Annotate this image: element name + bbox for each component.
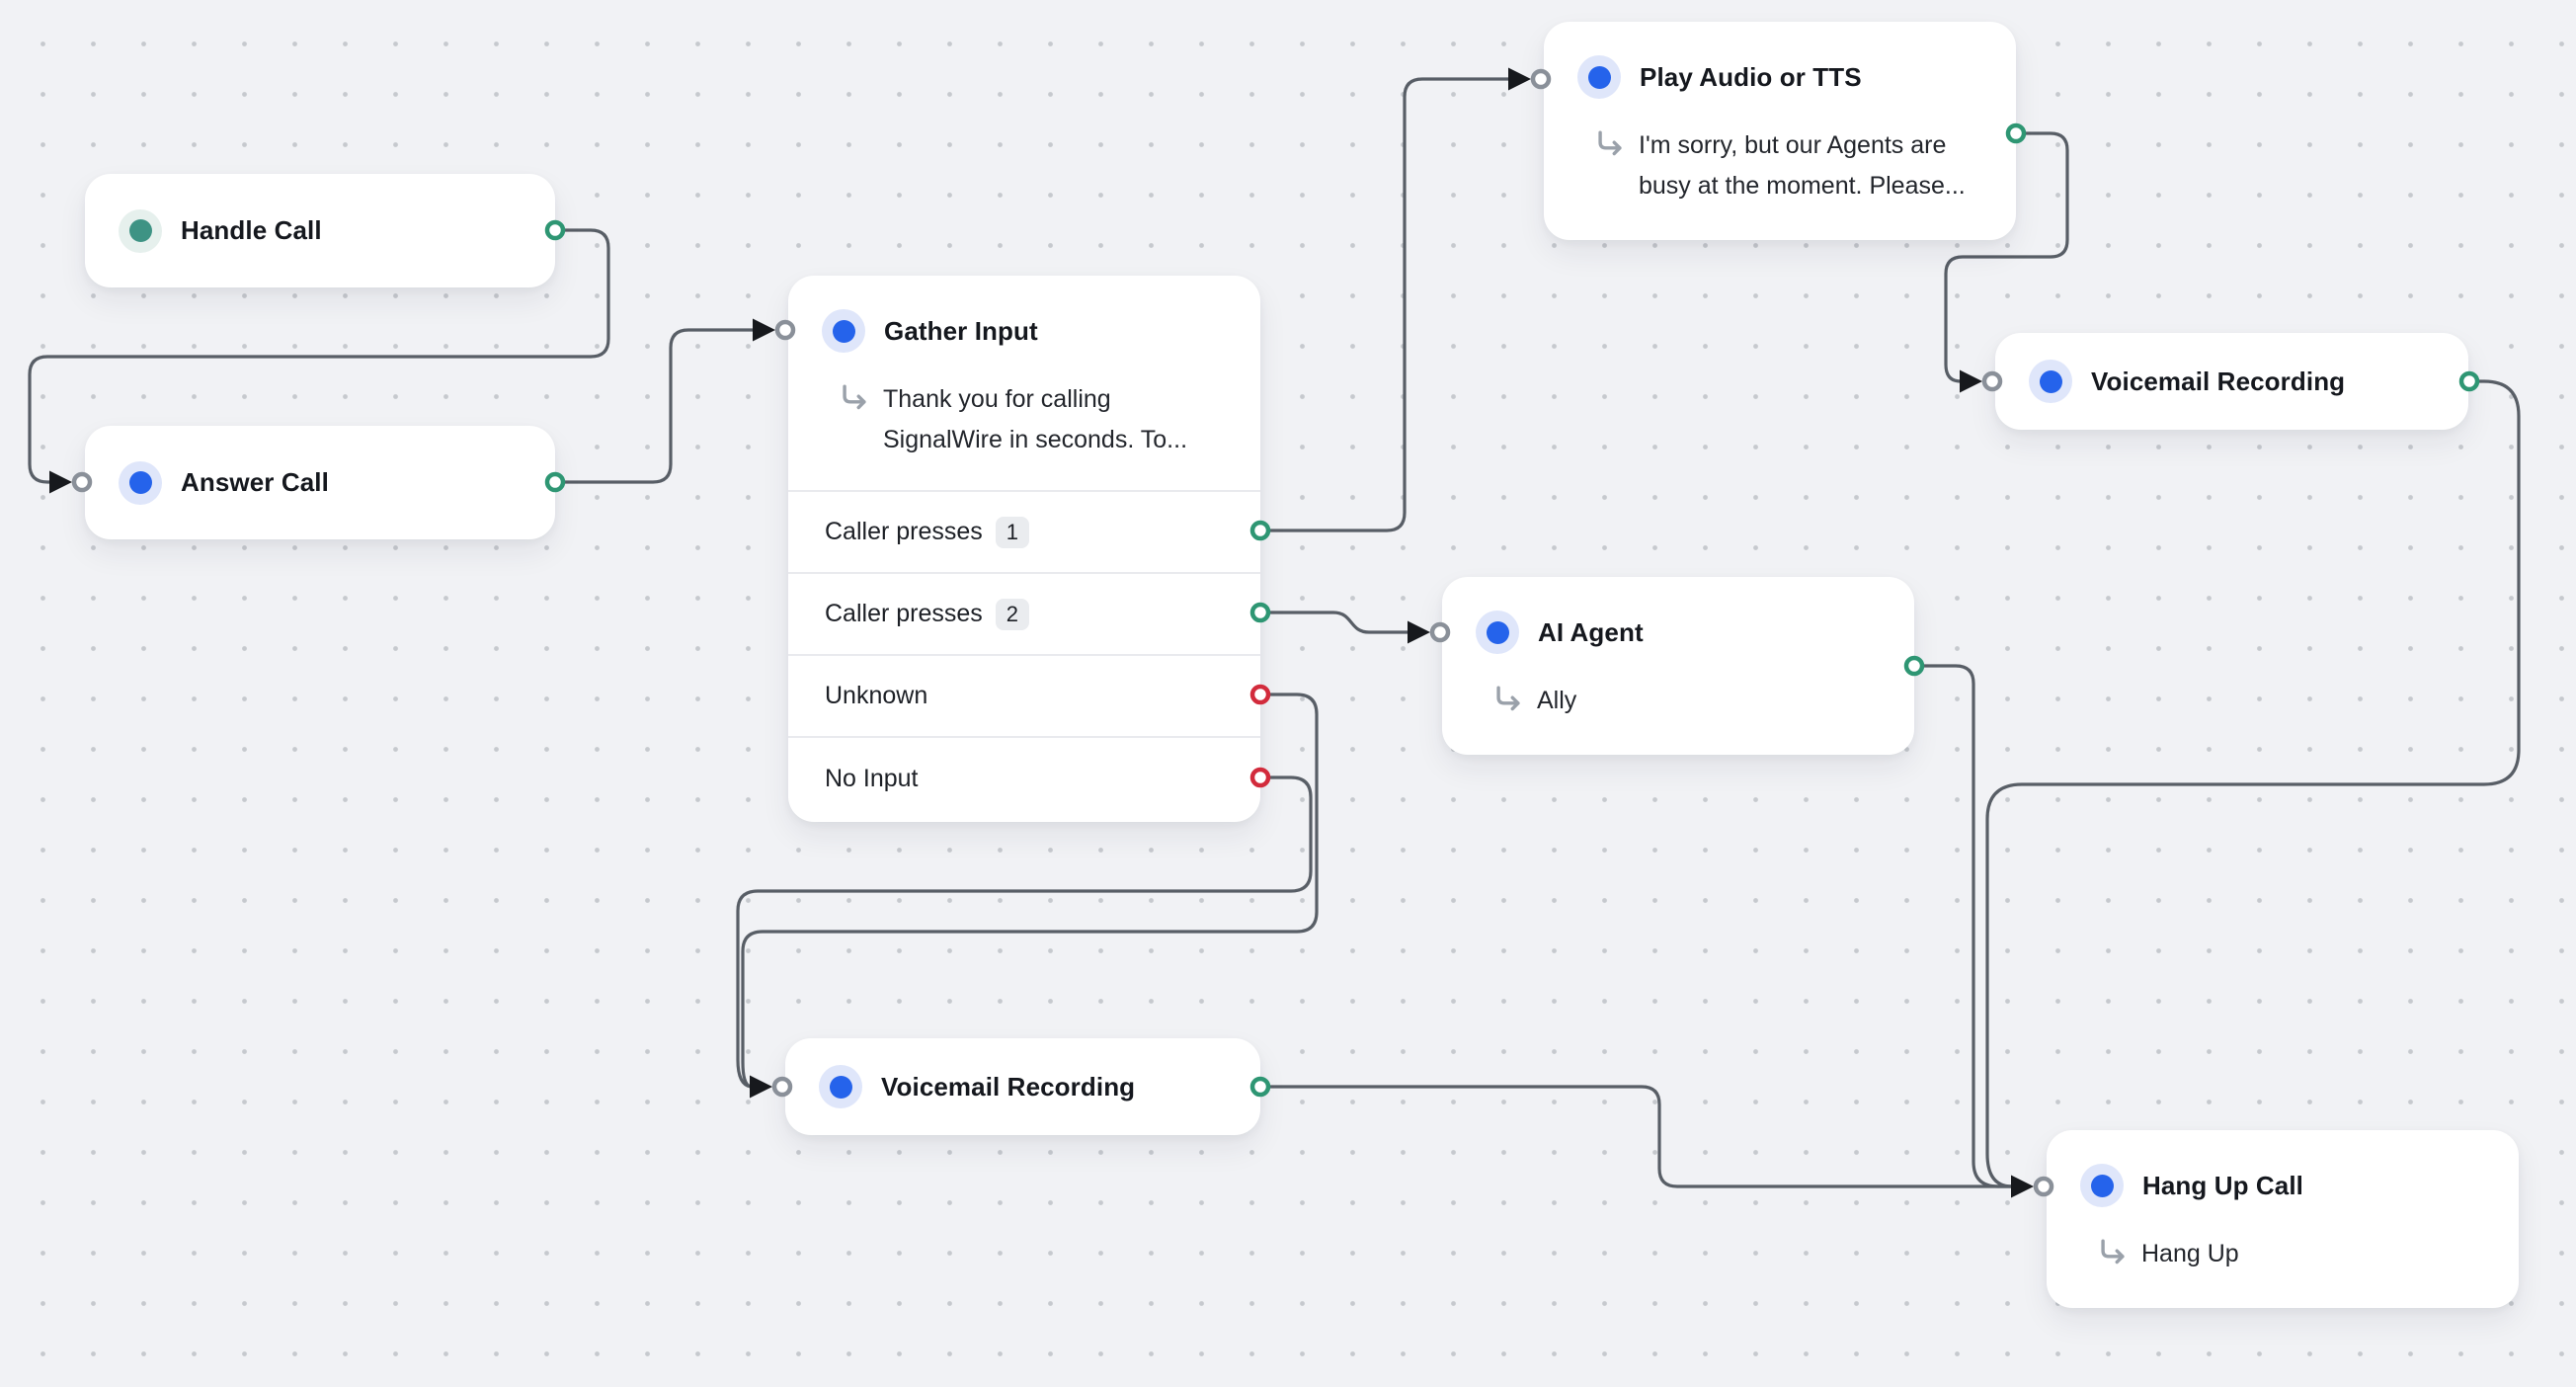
edge-ai-agent-to-hang-up-call[interactable] bbox=[1912, 664, 2014, 1188]
divider bbox=[788, 490, 1260, 492]
node-title: AI Agent bbox=[1538, 616, 1644, 647]
node-title: Handle Call bbox=[181, 215, 322, 245]
node-header: Gather Input bbox=[788, 308, 1260, 354]
edge-gather-input.caller-presses-1-to-play-audio-or-tts[interactable] bbox=[1258, 77, 1511, 532]
subtitle-line: Thank you for calling bbox=[883, 385, 1111, 413]
output-row-label: No Input bbox=[825, 765, 919, 792]
node-voicemail-recording-bottom[interactable]: Voicemail Recording bbox=[785, 1038, 1260, 1135]
return-arrow-icon bbox=[843, 384, 866, 410]
subtitle-line: SignalWire in seconds. To... bbox=[883, 426, 1188, 453]
key-badge: 2 bbox=[995, 598, 1030, 630]
node-subtitle: I'm sorry, but our Agents are busy at the… bbox=[1544, 125, 2016, 206]
node-header: Voicemail Recording bbox=[785, 1064, 1260, 1109]
node-title: Hang Up Call bbox=[2142, 1170, 2303, 1200]
node-header: Handle Call bbox=[85, 208, 555, 254]
node-type-icon bbox=[822, 309, 865, 353]
node-title: Play Audio or TTS bbox=[1640, 61, 1862, 92]
node-type-icon bbox=[1577, 55, 1621, 99]
node-type-icon bbox=[819, 1065, 862, 1108]
edge-answer-call-to-gather-input[interactable] bbox=[553, 328, 756, 484]
node-answer-call[interactable]: Answer Call bbox=[85, 426, 555, 539]
return-arrow-icon bbox=[1496, 686, 1520, 711]
subtitle-line: I'm sorry, but our Agents are bbox=[1639, 131, 1947, 159]
output-row-label: Caller presses bbox=[825, 600, 983, 627]
node-header: AI Agent bbox=[1442, 610, 1914, 655]
node-type-icon bbox=[2029, 360, 2072, 403]
node-subtitle: Ally bbox=[1442, 681, 1914, 721]
output-row[interactable]: Unknown bbox=[788, 656, 1260, 738]
subtitle-line: Hang Up bbox=[2141, 1240, 2239, 1267]
node-header: Voicemail Recording bbox=[1995, 359, 2468, 404]
subtitle-line: Ally bbox=[1537, 687, 1577, 714]
arrowhead-play-audio-or-tts bbox=[1508, 67, 1531, 91]
key-badge: 1 bbox=[995, 516, 1030, 548]
output-row[interactable]: Caller presses 1 bbox=[788, 492, 1260, 574]
node-title: Voicemail Recording bbox=[881, 1071, 1136, 1101]
subtitle-line: busy at the moment. Please... bbox=[1639, 172, 1966, 200]
edge-voicemail-recording-right-to-hang-up-call[interactable] bbox=[1985, 379, 2521, 1188]
node-voicemail-recording-right[interactable]: Voicemail Recording bbox=[1995, 333, 2468, 430]
arrowhead-hang-up-call bbox=[2011, 1175, 2034, 1198]
arrowhead-gather-input bbox=[753, 318, 775, 342]
node-handle-call[interactable]: Handle Call bbox=[85, 174, 555, 287]
arrowhead-voicemail-recording-right bbox=[1960, 369, 1982, 393]
node-header: Play Audio or TTS bbox=[1544, 54, 2016, 100]
output-row[interactable]: Caller presses 2 bbox=[788, 574, 1260, 656]
node-subtitle: Hang Up bbox=[2047, 1234, 2519, 1274]
node-type-icon bbox=[119, 460, 162, 505]
edge-voicemail-recording-bottom-to-hang-up-call[interactable] bbox=[1258, 1085, 2014, 1188]
return-arrow-icon bbox=[2101, 1239, 2125, 1265]
node-header: Hang Up Call bbox=[2047, 1163, 2519, 1208]
arrowhead-ai-agent bbox=[1408, 620, 1430, 644]
output-row-label: Caller presses bbox=[825, 518, 983, 545]
return-arrow-icon bbox=[1598, 130, 1622, 156]
node-type-icon bbox=[119, 208, 162, 253]
arrowhead-answer-call bbox=[49, 470, 72, 494]
node-title: Answer Call bbox=[181, 467, 329, 497]
node-title: Gather Input bbox=[884, 315, 1038, 346]
node-header: Answer Call bbox=[85, 460, 555, 506]
node-title: Voicemail Recording bbox=[2091, 366, 2346, 396]
node-type-icon bbox=[1476, 611, 1519, 654]
output-row-label: Unknown bbox=[825, 682, 928, 709]
arrowhead-voicemail-recording-bottom bbox=[750, 1075, 772, 1099]
node-type-icon bbox=[2080, 1164, 2124, 1207]
node-play-audio-or-tts[interactable]: Play Audio or TTS I'm sorry, but our Agen… bbox=[1544, 22, 2016, 240]
edge-gather-input.caller-presses-2-to-ai-agent[interactable] bbox=[1258, 611, 1410, 634]
output-row[interactable]: No Input bbox=[788, 738, 1260, 820]
